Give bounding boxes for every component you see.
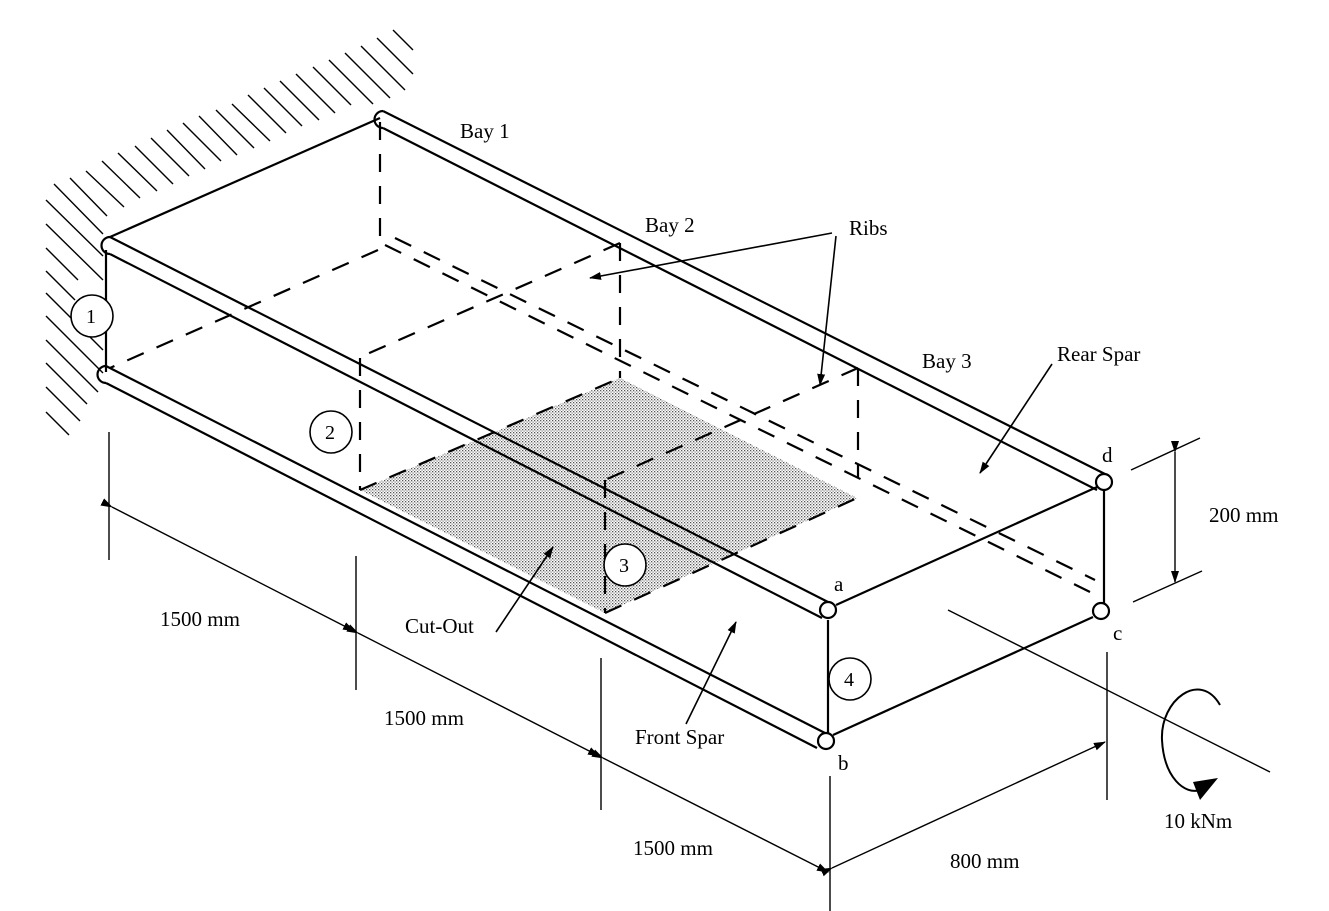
bay-2-label: Bay 2 xyxy=(645,213,695,237)
dim-bay-1-length: 1500 mm xyxy=(160,607,240,631)
cut-out-label: Cut-Out xyxy=(405,614,474,638)
bay-3-label: Bay 3 xyxy=(922,349,972,373)
corner-d-node xyxy=(1094,472,1114,492)
corner-c-node xyxy=(1091,601,1111,621)
front-spar-label: Front Spar xyxy=(635,725,724,749)
panel-3-label: 3 xyxy=(619,555,629,577)
corner-d-label: d xyxy=(1102,443,1113,467)
corner-b-node xyxy=(816,731,836,751)
hidden-lines xyxy=(109,122,1096,615)
corner-nodes xyxy=(816,472,1114,751)
panel-markers xyxy=(70,294,872,701)
dimension-lines xyxy=(100,432,1271,911)
panel-1-label: 1 xyxy=(86,306,96,328)
dim-bay-3-length: 1500 mm xyxy=(633,836,713,860)
corner-b-label: b xyxy=(838,751,849,775)
panel-3-circle xyxy=(603,543,647,587)
dim-height: 200 mm xyxy=(1209,503,1278,527)
torque-label: 10 kNm xyxy=(1164,809,1232,833)
corner-a-label: a xyxy=(834,572,844,596)
torque-arrow-icon xyxy=(1160,688,1221,800)
corner-a-node xyxy=(818,600,838,620)
leader-arrows xyxy=(495,232,1053,725)
panel-2-circle xyxy=(309,410,353,454)
dim-bay-2-length: 1500 mm xyxy=(384,706,464,730)
corner-c-label: c xyxy=(1113,621,1122,645)
rear-spar-label: Rear Spar xyxy=(1057,342,1140,366)
dim-width: 800 mm xyxy=(950,849,1019,873)
panel-1-circle xyxy=(70,294,114,338)
wall-hatching xyxy=(45,29,414,436)
panel-4-circle xyxy=(828,657,872,701)
panel-2-label: 2 xyxy=(325,422,335,444)
panel-4-label: 4 xyxy=(844,669,854,691)
bay-1-label: Bay 1 xyxy=(460,119,510,143)
ribs-label: Ribs xyxy=(849,216,888,240)
wing-structure xyxy=(96,109,1106,749)
